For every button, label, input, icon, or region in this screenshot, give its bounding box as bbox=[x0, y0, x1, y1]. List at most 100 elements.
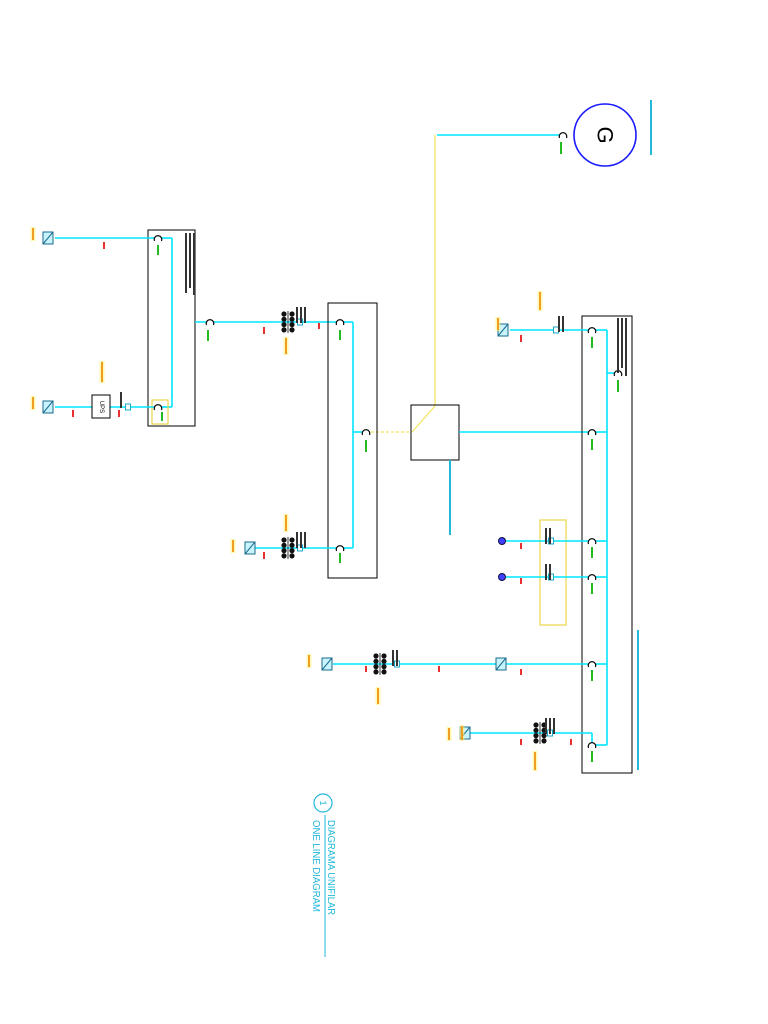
breakers bbox=[153, 132, 623, 749]
transformer bbox=[281, 537, 295, 559]
load-panel-diagonal bbox=[244, 541, 256, 555]
transformer-coil bbox=[289, 316, 295, 322]
disconnect-switch bbox=[553, 326, 559, 334]
circuit-breaker bbox=[587, 327, 597, 334]
transformer-coil bbox=[533, 733, 539, 739]
generator: G bbox=[573, 103, 637, 167]
annotation-mark bbox=[497, 318, 499, 330]
annotation-mark bbox=[591, 439, 593, 450]
transformer-coil bbox=[373, 669, 379, 675]
transformer-coil bbox=[289, 537, 295, 543]
transformers bbox=[281, 311, 547, 744]
title-block: 1 DIAGRAMA UNIFILAR ONE LINE DIAGRAM bbox=[310, 793, 336, 957]
annotation-marks bbox=[30, 100, 652, 771]
transformer-coil bbox=[289, 311, 295, 317]
annotation-mark bbox=[189, 233, 191, 288]
annotation-mark bbox=[32, 228, 34, 240]
transformer bbox=[373, 653, 387, 675]
transformer-coil bbox=[289, 327, 295, 333]
annotation-mark bbox=[591, 583, 593, 594]
load-panel bbox=[42, 400, 54, 414]
panel-1-highlight-box bbox=[151, 399, 169, 425]
transformer-coil bbox=[533, 722, 539, 728]
annotation-mark bbox=[558, 316, 560, 332]
transformer-coil bbox=[281, 542, 287, 548]
annotation-mark bbox=[549, 528, 551, 544]
ups-box bbox=[91, 394, 111, 419]
transformer-coil bbox=[289, 322, 295, 328]
transformer-coil bbox=[381, 669, 387, 675]
annotation-mark bbox=[448, 728, 450, 740]
circuit-breaker bbox=[587, 538, 597, 545]
load-panel bbox=[495, 657, 507, 671]
annotation-mark bbox=[339, 553, 341, 563]
transformer-coil bbox=[541, 733, 547, 739]
annotation-mark bbox=[461, 726, 463, 740]
annotation-mark bbox=[285, 338, 287, 354]
transformer bbox=[281, 311, 295, 333]
annotation-mark bbox=[300, 532, 302, 548]
load-panel-diagonal bbox=[321, 657, 333, 671]
annotation-mark bbox=[263, 552, 265, 559]
load-panel-diagonal bbox=[495, 657, 507, 671]
transformer-coil bbox=[281, 322, 287, 328]
panel-1 bbox=[147, 229, 196, 427]
annotation-mark bbox=[520, 669, 522, 675]
annotation-mark bbox=[520, 543, 522, 549]
annotation-mark bbox=[539, 292, 541, 310]
annotation-mark bbox=[318, 323, 320, 329]
panel-3-motor-highlight-box bbox=[539, 519, 567, 626]
circuit-breaker bbox=[558, 132, 568, 139]
annotation-mark bbox=[621, 318, 623, 368]
circuit-breaker bbox=[587, 742, 597, 749]
transformer-coil bbox=[281, 537, 287, 543]
title-number: 1 bbox=[318, 800, 328, 805]
annotation-mark bbox=[207, 330, 209, 341]
annotation-mark bbox=[296, 307, 298, 323]
annotation-mark bbox=[449, 460, 451, 535]
annotation-mark bbox=[591, 670, 593, 681]
annotation-mark bbox=[32, 397, 34, 409]
load-panel-diagonal bbox=[42, 231, 54, 245]
transformer-coil bbox=[381, 664, 387, 670]
load-panel bbox=[42, 231, 54, 245]
transformer-coil bbox=[289, 542, 295, 548]
annotation-mark bbox=[263, 327, 265, 334]
transformer-coil bbox=[373, 653, 379, 659]
annotation-mark bbox=[438, 666, 440, 672]
annotation-mark bbox=[377, 688, 379, 704]
annotation-mark bbox=[72, 410, 74, 417]
motor bbox=[498, 573, 506, 581]
annotation-mark bbox=[617, 318, 619, 373]
circuit-breaker bbox=[153, 404, 163, 411]
circuit-breaker bbox=[153, 235, 163, 242]
transformer-coil bbox=[533, 727, 539, 733]
motor bbox=[498, 537, 506, 545]
transformer-coil bbox=[281, 553, 287, 559]
annotation-mark bbox=[120, 392, 122, 408]
annotation-mark bbox=[304, 532, 306, 548]
panel-2-enclosure bbox=[327, 302, 378, 579]
transformer-coil bbox=[381, 653, 387, 659]
annotation-mark bbox=[560, 142, 562, 154]
annotation-mark bbox=[545, 528, 547, 544]
transformer-coil bbox=[281, 316, 287, 322]
annotation-mark bbox=[103, 242, 105, 249]
transformer-coil bbox=[289, 548, 295, 554]
annotation-mark bbox=[365, 666, 367, 672]
transformer-coil bbox=[289, 553, 295, 559]
transformer-coil bbox=[541, 738, 547, 744]
transformer-coil bbox=[373, 658, 379, 664]
annotation-mark bbox=[520, 739, 522, 745]
annotation-mark bbox=[617, 380, 619, 392]
panel-3-enclosure bbox=[581, 315, 633, 774]
load-panel-diagonal bbox=[497, 323, 509, 337]
annotation-mark bbox=[591, 337, 593, 348]
annotation-mark bbox=[161, 412, 163, 421]
annotation-mark bbox=[591, 751, 593, 762]
ups: UPS bbox=[91, 394, 111, 419]
annotation-mark bbox=[396, 650, 398, 666]
title-line-1: DIAGRAMA UNIFILAR bbox=[325, 820, 336, 915]
annotation-mark bbox=[300, 307, 302, 323]
circuit-breaker bbox=[205, 319, 215, 326]
